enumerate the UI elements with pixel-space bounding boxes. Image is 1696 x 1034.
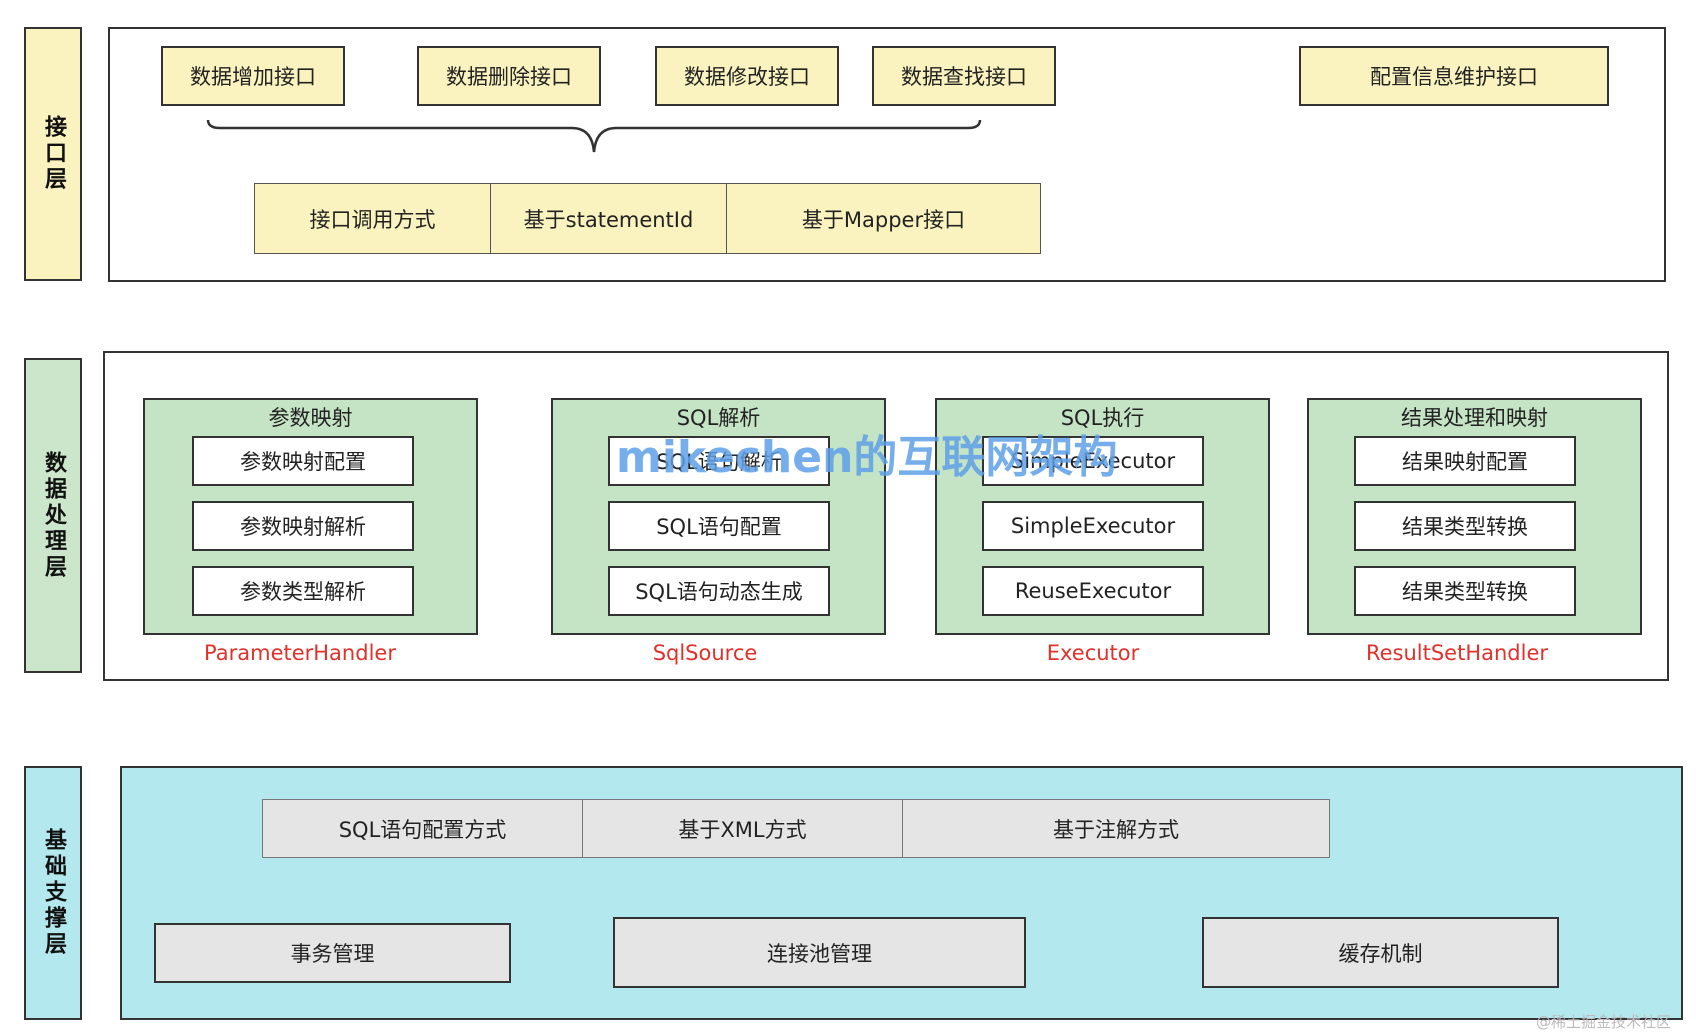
reuse-executor: ReuseExecutor — [982, 566, 1204, 616]
result-type-conversion-2: 结果类型转换 — [1354, 566, 1576, 616]
resultset-handler-caption: ResultSetHandler — [1365, 641, 1549, 665]
annotation-config-method: 基于注解方式 — [902, 799, 1330, 858]
sql-statement-config: SQL语句配置 — [608, 501, 830, 551]
transaction-management: 事务管理 — [154, 923, 511, 983]
data-query-interface: 数据查找接口 — [872, 46, 1056, 106]
parameter-mapping-config: 参数映射配置 — [192, 436, 414, 486]
data-update-interface: 数据修改接口 — [655, 46, 839, 106]
interface-layer-label: 接口层 — [24, 27, 82, 281]
xml-config-method: 基于XML方式 — [582, 799, 903, 858]
sql-statement-parse: SQL语句解析 — [608, 436, 830, 486]
config-maintenance-interface: 配置信息维护接口 — [1299, 46, 1609, 106]
processing-layer-label-text: 数据处理层 — [41, 450, 66, 581]
foundation-layer-label: 基础支撑层 — [24, 766, 82, 1020]
footer-watermark: @稀土掘金技术社区 — [1536, 1013, 1672, 1031]
simple-executor-2: SimpleExecutor — [982, 501, 1204, 551]
parameter-mapping-title: 参数映射 — [268, 406, 353, 430]
interface-layer-label-text: 接口层 — [41, 115, 66, 193]
foundation-layer-label-text: 基础支撑层 — [41, 828, 66, 958]
parameter-type-parse: 参数类型解析 — [192, 566, 414, 616]
cache-mechanism: 缓存机制 — [1202, 917, 1559, 988]
sql-source-caption: SqlSource — [652, 641, 758, 665]
simple-executor-1: SimpleExecutor — [982, 436, 1204, 486]
sql-parse-title: SQL解析 — [676, 406, 761, 430]
result-type-conversion-1: 结果类型转换 — [1354, 501, 1576, 551]
statement-id-method: 基于statementId — [490, 183, 727, 254]
result-mapping-config: 结果映射配置 — [1354, 436, 1576, 486]
parameter-mapping-parse: 参数映射解析 — [192, 501, 414, 551]
sql-config-method-label: SQL语句配置方式 — [262, 799, 583, 858]
data-add-interface: 数据增加接口 — [161, 46, 345, 106]
sql-dynamic-generation: SQL语句动态生成 — [608, 566, 830, 616]
connection-pool-management: 连接池管理 — [613, 917, 1026, 988]
sql-execution-title: SQL执行 — [1060, 406, 1145, 430]
executor-caption: Executor — [1046, 641, 1140, 665]
processing-layer-label: 数据处理层 — [24, 358, 82, 673]
call-method-label: 接口调用方式 — [254, 183, 491, 254]
result-mapping-title: 结果处理和映射 — [1401, 406, 1548, 430]
interface-brace — [206, 119, 982, 153]
parameter-handler-caption: ParameterHandler — [204, 641, 396, 665]
data-delete-interface: 数据删除接口 — [417, 46, 601, 106]
mapper-interface-method: 基于Mapper接口 — [726, 183, 1041, 254]
